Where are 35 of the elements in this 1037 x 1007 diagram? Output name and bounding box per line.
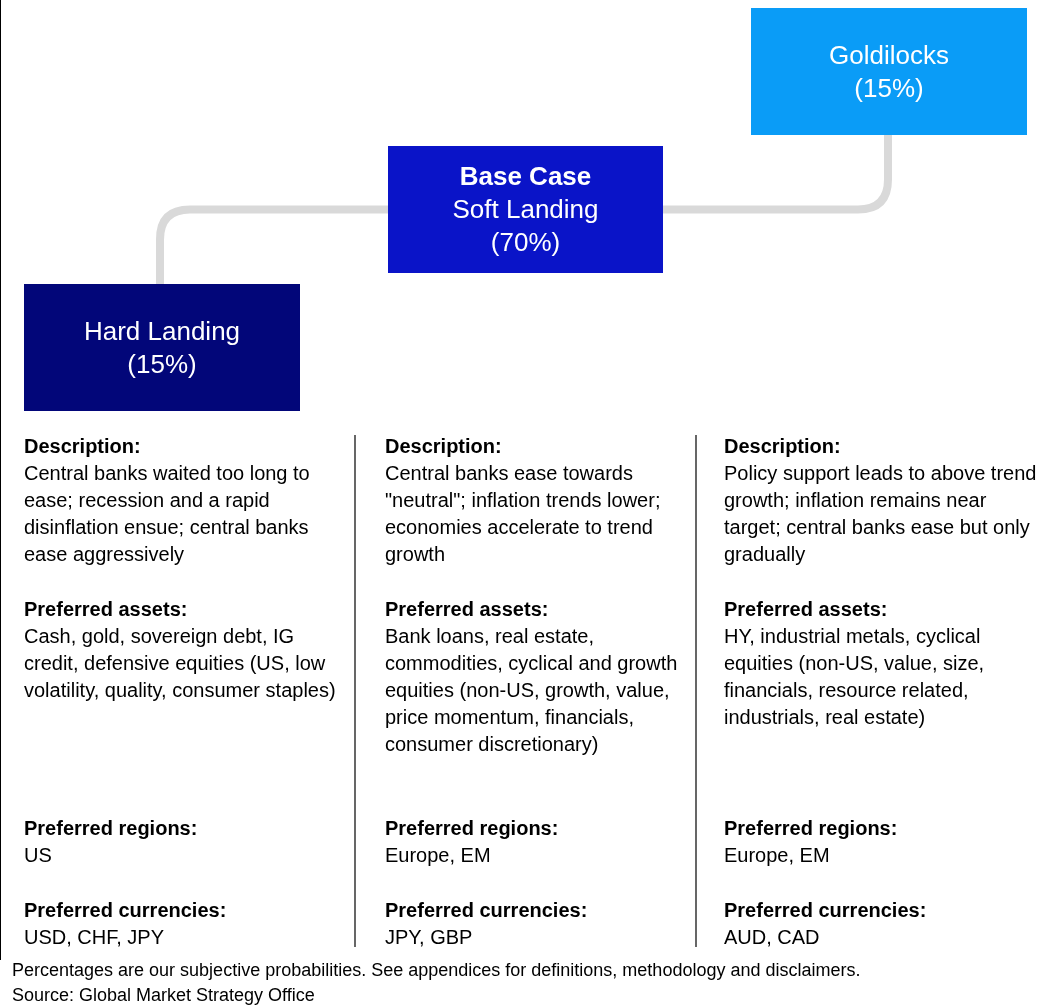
section-text: Policy support leads to above trend growth; inflation remains near target; central banks ease but only gradually bbox=[724, 461, 1037, 567]
section-heading: Preferred assets: bbox=[724, 597, 889, 622]
scenario-label: Soft Landing (70%) bbox=[451, 193, 600, 259]
scenario-label: Hard Landing (15%) bbox=[82, 314, 242, 381]
section-text: AUD, CAD bbox=[724, 925, 821, 950]
section-text: HY, industrial metals, cyclical equities (non-US, value, size, financials, resource related, industrials, real estate) bbox=[724, 624, 986, 730]
section-heading: Preferred currencies: bbox=[724, 898, 928, 923]
connector-line bbox=[663, 135, 892, 214]
footnote: Percentages are our subjective probabilities. See appendices for definitions, methodology and disclaimers. bbox=[12, 959, 861, 982]
section-heading: Description: bbox=[385, 434, 503, 459]
scenario-box bbox=[388, 146, 663, 273]
section-heading: Preferred regions: bbox=[24, 816, 199, 841]
section-text: Central banks waited too long to ease; recession and a rapid disinflation ensue; central banks ease aggressively bbox=[24, 461, 311, 567]
section-text: Europe, EM bbox=[385, 843, 492, 868]
scenario-heading: Base Case bbox=[459, 160, 592, 193]
section-text: US bbox=[24, 843, 53, 868]
section-heading: Preferred regions: bbox=[724, 816, 899, 841]
section-text: Bank loans, real estate, commodities, cyclical and growth equities (non-US, growth, value, price momentum, financials, consumer discretionary) bbox=[385, 624, 679, 757]
section-text: Europe, EM bbox=[724, 843, 831, 868]
section-heading: Preferred currencies: bbox=[385, 898, 589, 923]
section-heading: Preferred regions: bbox=[385, 816, 560, 841]
section-text: JPY, GBP bbox=[385, 925, 474, 950]
section-heading: Description: bbox=[24, 434, 142, 459]
section-text: USD, CHF, JPY bbox=[24, 925, 166, 950]
source-note: Source: Global Market Strategy Office bbox=[12, 984, 315, 1007]
section-heading: Preferred currencies: bbox=[24, 898, 228, 923]
section-heading: Preferred assets: bbox=[24, 597, 189, 622]
section-text: Central banks ease towards "neutral"; inflation trends lower; economies accelerate to trend growth bbox=[385, 461, 662, 567]
scenario-box bbox=[751, 8, 1027, 135]
section-text: Cash, gold, sovereign debt, IG credit, defensive equities (US, low volatility, quality, consumer staples) bbox=[24, 624, 337, 703]
scenario-box bbox=[24, 284, 300, 411]
scenario-label: Goldilocks (15%) bbox=[828, 38, 950, 105]
section-heading: Description: bbox=[724, 434, 842, 459]
section-heading: Preferred assets: bbox=[385, 597, 550, 622]
connector-line bbox=[156, 205, 388, 284]
